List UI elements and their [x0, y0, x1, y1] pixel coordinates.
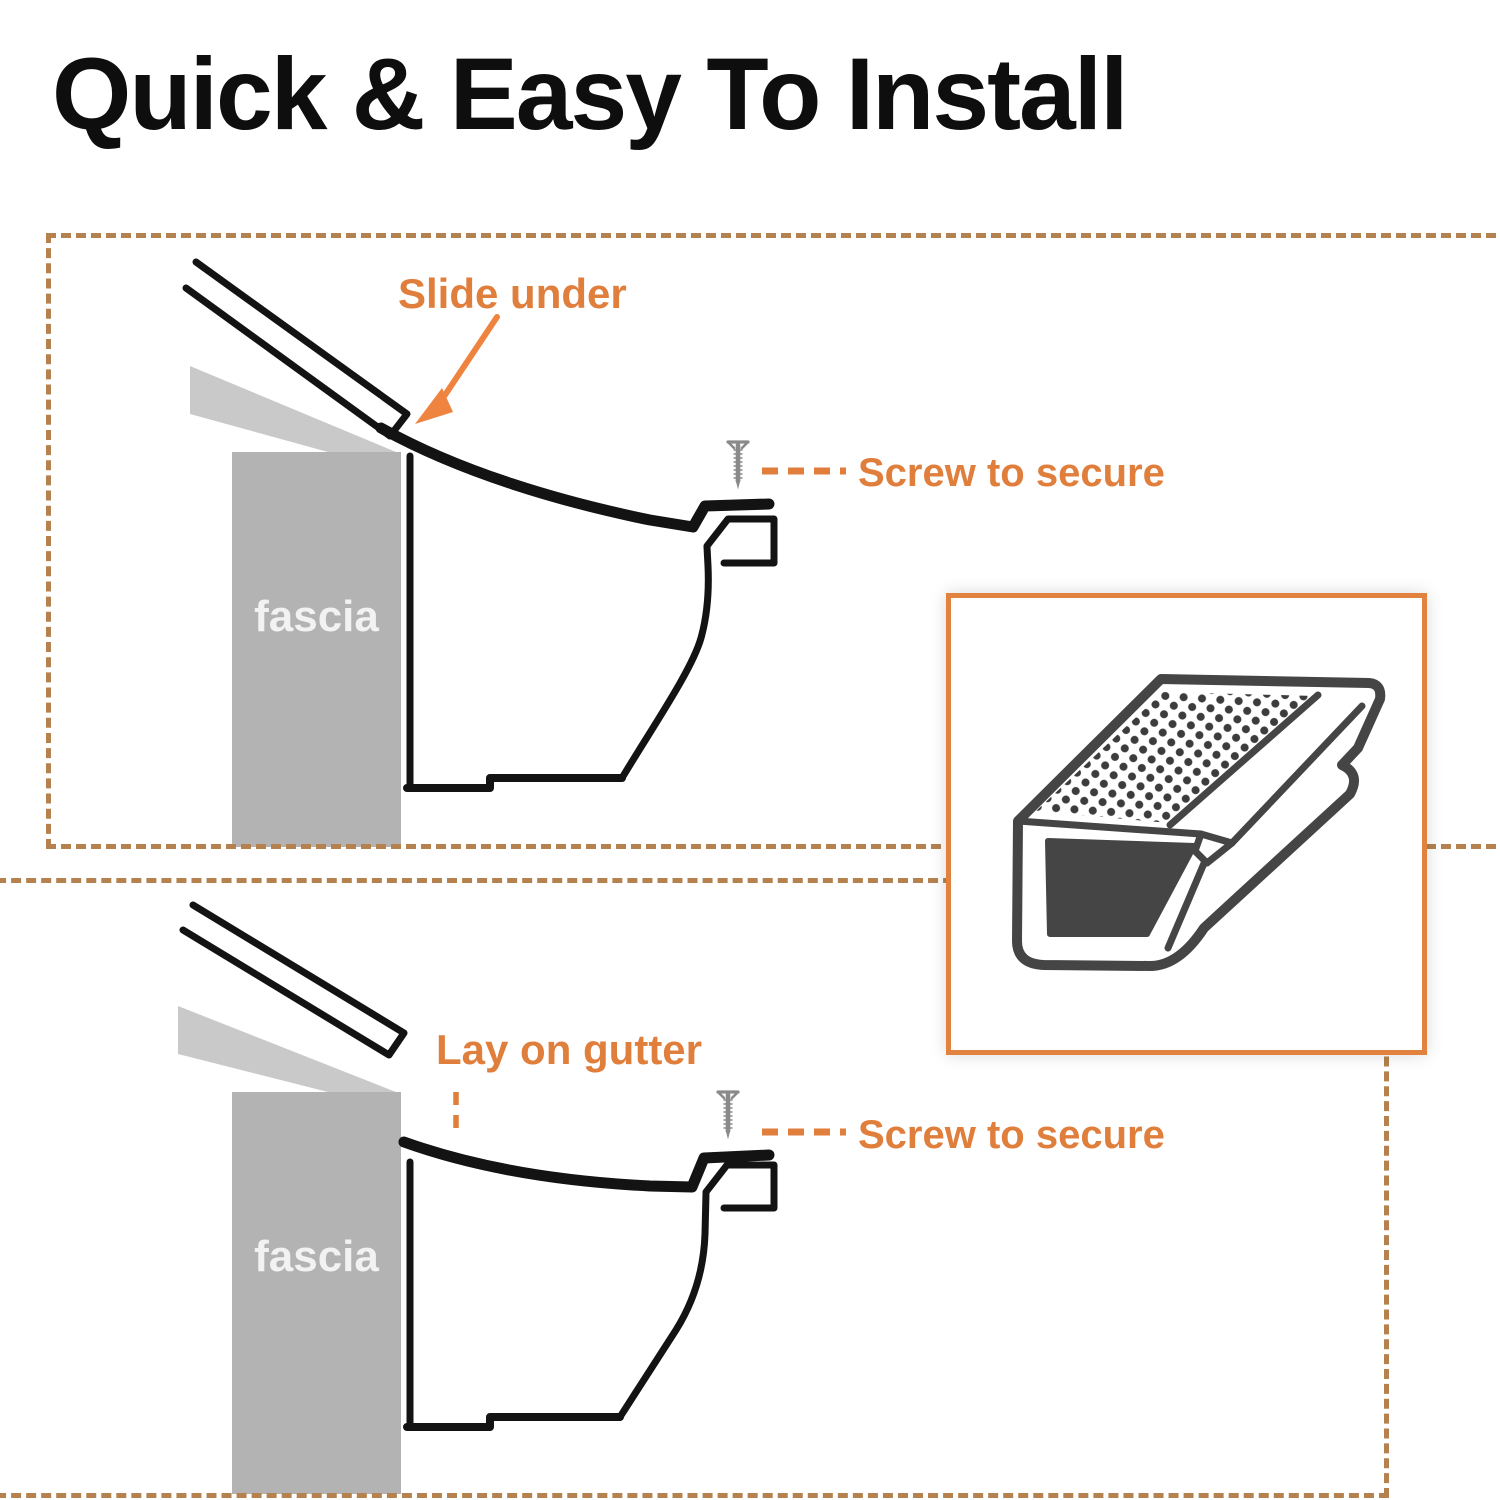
gutter-guard-3d-illustration	[1012, 674, 1386, 971]
fascia-board	[232, 452, 401, 847]
gutter-front-wall	[616, 1189, 710, 1421]
diagram-slide-under	[182, 258, 846, 847]
guard-body-outline	[1012, 674, 1386, 971]
gutter-bottom	[403, 1413, 624, 1431]
gutter-lip	[1191, 830, 1236, 867]
step-2-dashed-frame	[0, 878, 1389, 1498]
page-title: Quick & Easy To Install	[52, 37, 1128, 151]
roof-shingle	[179, 901, 408, 1059]
product-inset-box	[946, 593, 1427, 1055]
mesh-front-edge	[1014, 817, 1205, 838]
step-1-dashed-frame	[46, 233, 1500, 849]
fascia-label: fascia	[254, 1232, 379, 1281]
gutter-front-hook	[703, 515, 778, 567]
gutter-front-hook	[702, 1161, 778, 1212]
roof-deck	[178, 1006, 396, 1092]
diagram-lay-on-gutter	[178, 901, 846, 1494]
gutter-guard	[398, 1136, 775, 1193]
gutter-guard	[375, 422, 775, 533]
slide-under-arrow-icon	[415, 314, 500, 424]
slide-under-label: Slide under	[398, 270, 627, 317]
mesh-dots	[1036, 692, 1316, 823]
lay-on-gutter-label: Lay on gutter	[436, 1026, 703, 1073]
screw-to-secure-label: Screw to secure	[858, 1113, 1165, 1157]
fascia-board	[232, 1092, 401, 1494]
gutter-front-wall	[618, 543, 712, 782]
roof-deck	[190, 366, 396, 452]
roof-shingle	[182, 258, 411, 440]
mesh-rail-line	[1166, 691, 1322, 829]
channel-interior	[1045, 838, 1197, 937]
rail-front-line	[1228, 702, 1366, 847]
gutter-bottom	[403, 774, 626, 792]
fascia-label: fascia	[254, 592, 379, 641]
channel-front-edge	[1164, 857, 1209, 952]
screw-to-secure-label: Screw to secure	[858, 451, 1165, 495]
